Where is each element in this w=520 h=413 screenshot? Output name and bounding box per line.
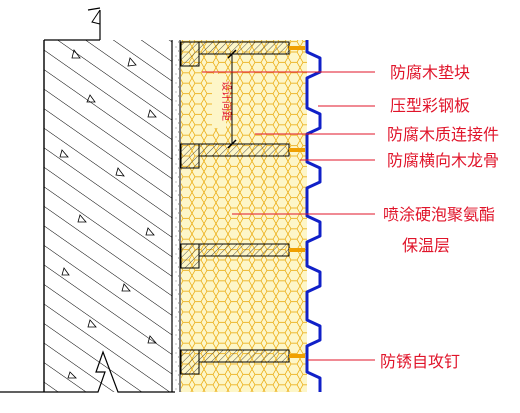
annotation-labels: 防腐木垫块 压型彩钢板 防腐木质连接件 防腐横向木龙骨 喷涂硬泡聚氨酯 保温层 … <box>380 63 499 371</box>
label-self-tapping-screw: 防锈自攻钉 <box>380 352 460 371</box>
leader-lines <box>202 71 375 361</box>
pu-foam-insulation <box>181 40 307 392</box>
self-tapping-screws <box>289 46 305 358</box>
dimension-label: 设计间距 <box>220 81 233 121</box>
plaster-layer <box>172 40 181 392</box>
label-profiled-steel-sheet: 压型彩钢板 <box>390 96 470 115</box>
aggregate-triangles <box>59 49 157 379</box>
label-wood-pad-block: 防腐木垫块 <box>390 63 470 82</box>
label-wood-connector: 防腐木质连接件 <box>387 125 499 144</box>
label-horizontal-wood-keel: 防腐横向木龙骨 <box>387 151 499 170</box>
profiled-steel-sheet <box>305 40 322 392</box>
wood-connector-3 <box>180 349 290 375</box>
label-foam-line1: 喷涂硬泡聚氨酯 <box>383 205 495 224</box>
label-foam-line2: 保温层 <box>402 236 450 255</box>
concrete-wall <box>0 7 175 393</box>
wood-connector-2 <box>180 243 290 269</box>
design-spacing-dimension: 设计间距 <box>212 49 237 149</box>
wood-pad-block-1 <box>180 41 290 67</box>
